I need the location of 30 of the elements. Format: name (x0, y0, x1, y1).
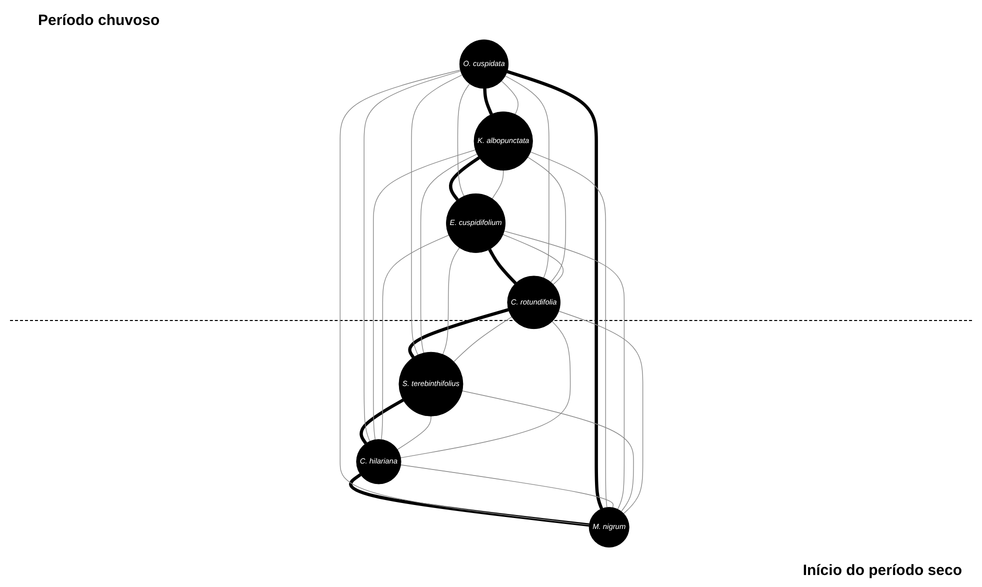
connector (410, 74, 462, 356)
connector (396, 416, 431, 450)
connector (527, 156, 566, 282)
connector (491, 170, 504, 199)
connector (504, 76, 549, 278)
connector (488, 248, 516, 284)
connector (500, 80, 518, 115)
connector (503, 230, 624, 510)
connector (372, 150, 476, 440)
connector (380, 234, 449, 440)
connector (502, 234, 564, 285)
connector (339, 70, 590, 526)
connector (400, 464, 614, 508)
connector (456, 83, 470, 196)
connector (453, 316, 512, 362)
connector (506, 70, 603, 510)
connector (530, 152, 607, 508)
connector (359, 398, 404, 444)
connector (400, 321, 570, 458)
period-label: Período chuvoso (38, 12, 160, 29)
connector (558, 310, 643, 514)
connector (363, 70, 460, 442)
connector (442, 247, 460, 355)
connector (461, 390, 634, 512)
connector (408, 308, 508, 358)
connector (482, 88, 492, 115)
period-label: Início do período seco (802, 562, 962, 579)
connector (348, 473, 589, 527)
connector (448, 156, 480, 201)
connector (420, 154, 477, 354)
